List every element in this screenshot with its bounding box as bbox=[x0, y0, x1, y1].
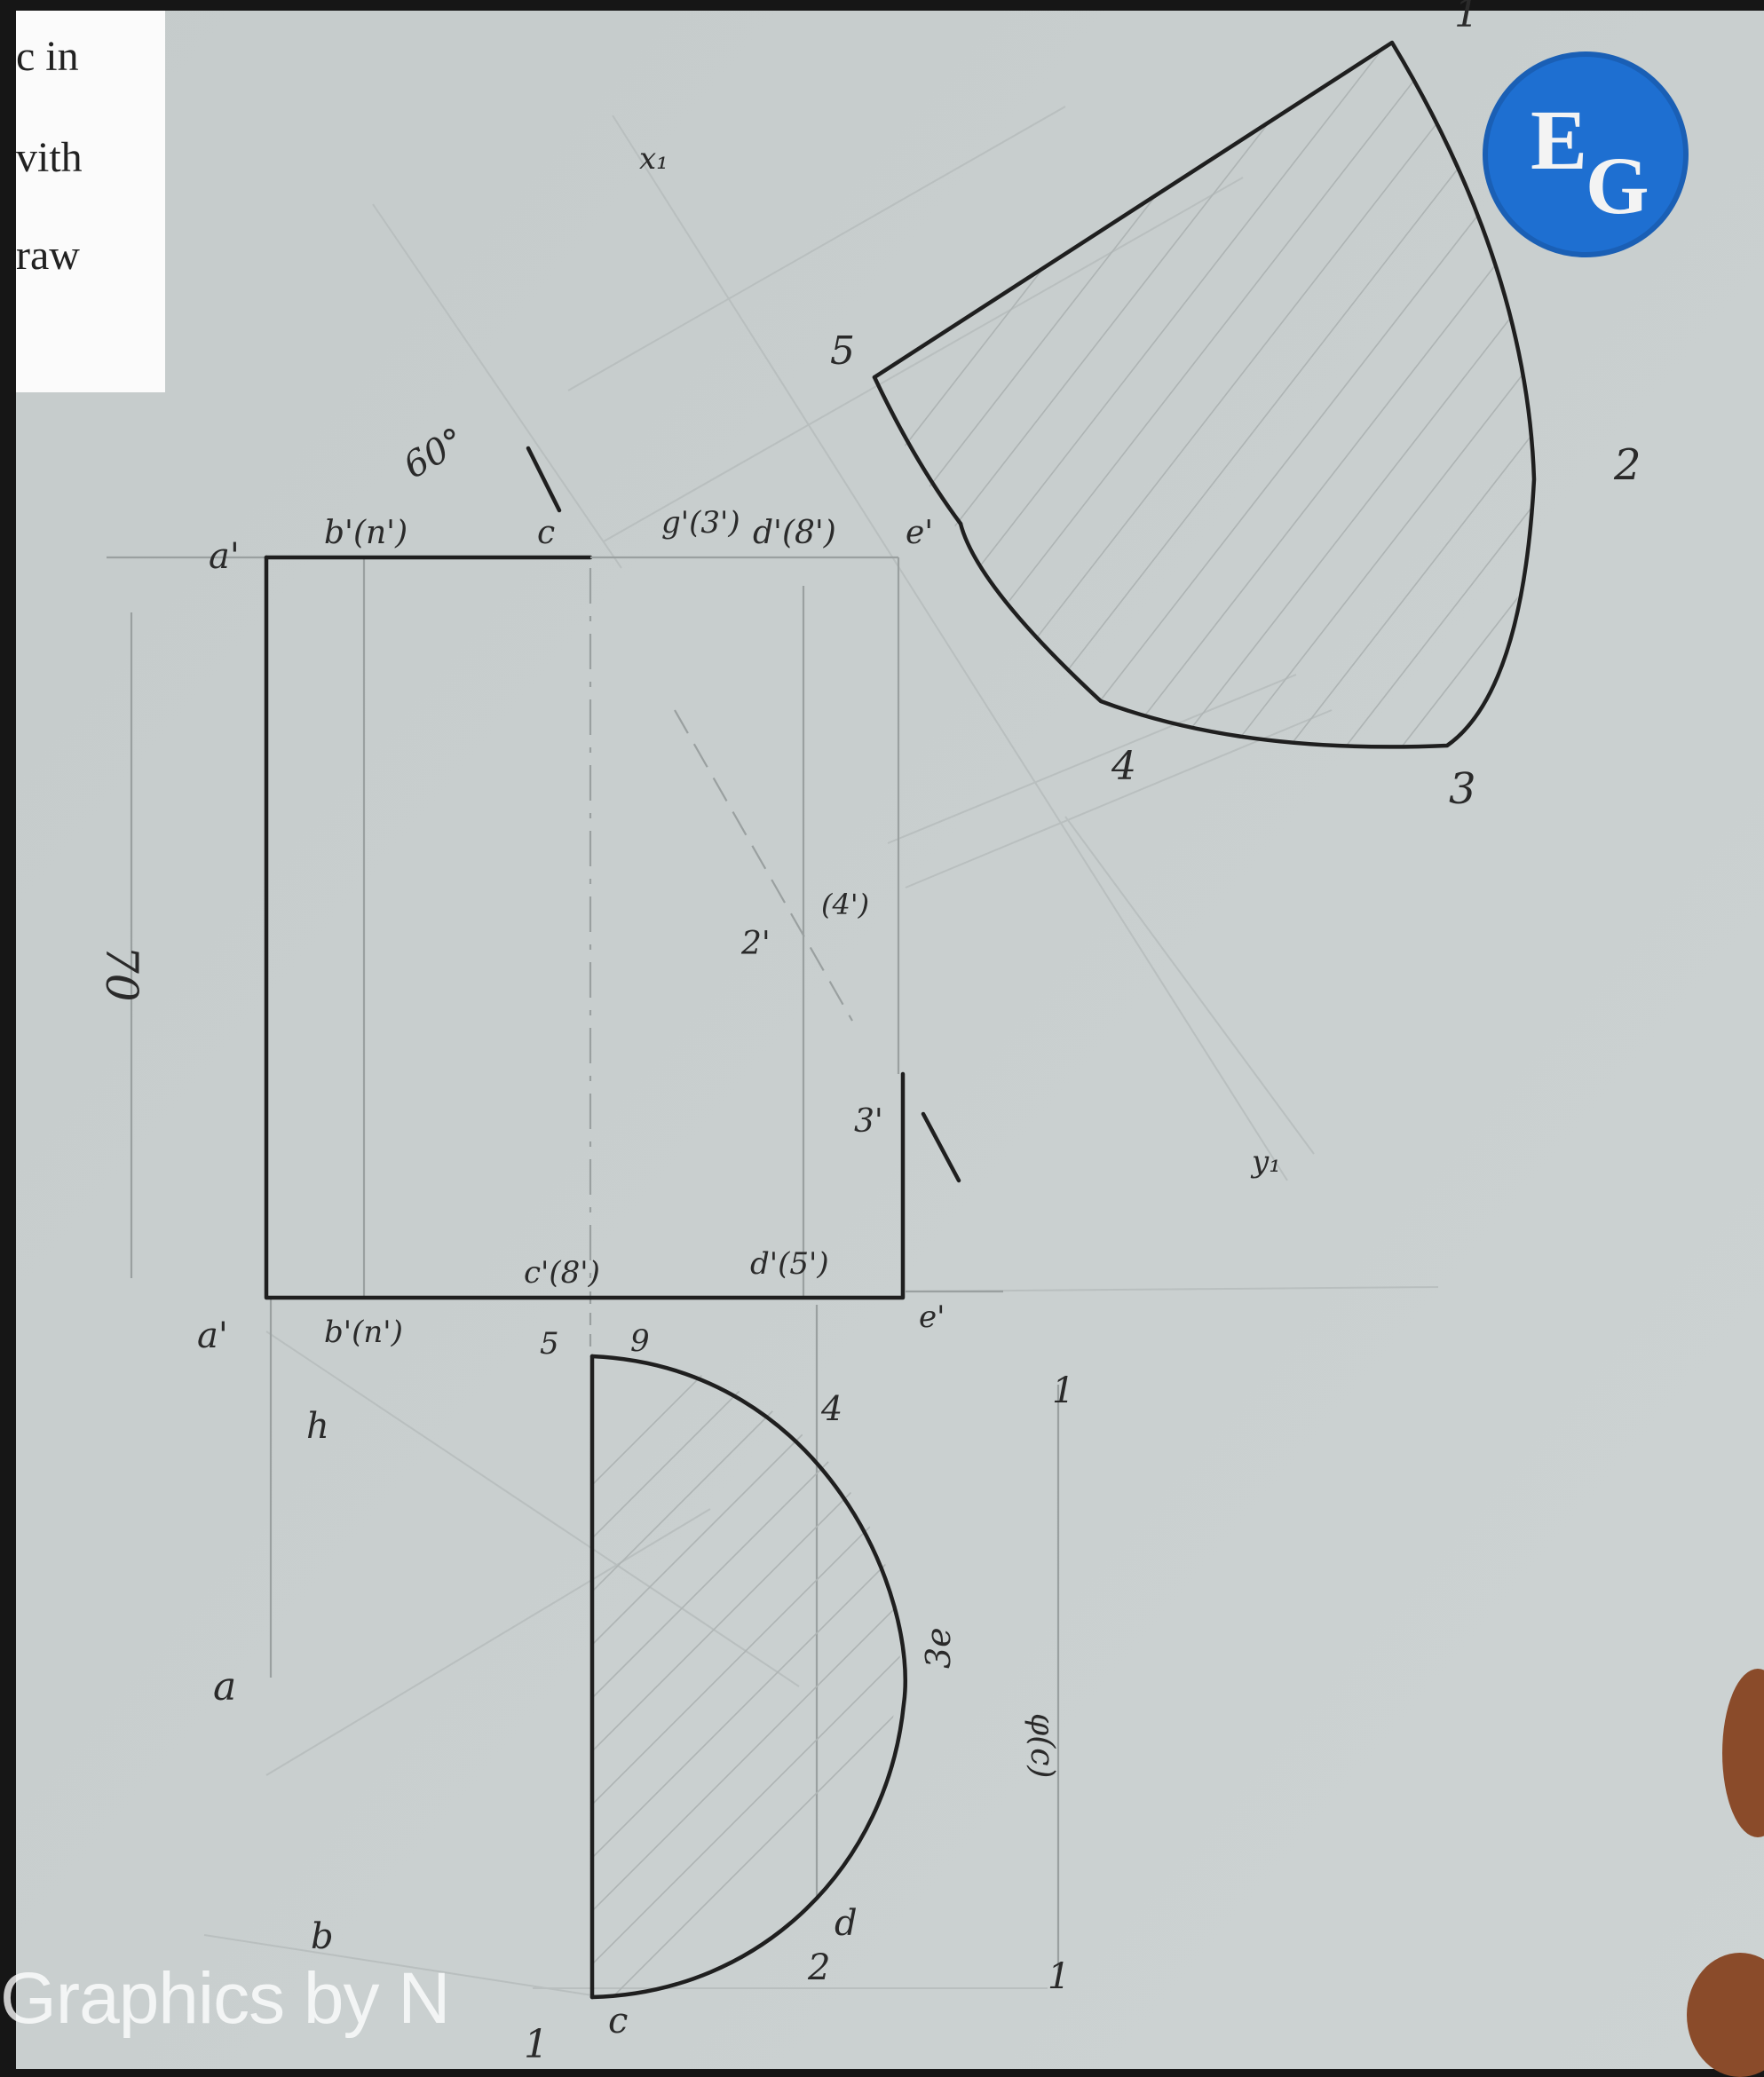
eg-logo-badge: E G bbox=[1483, 51, 1689, 257]
label-bot-a: a' bbox=[197, 1315, 228, 1356]
front-view bbox=[264, 446, 961, 1300]
label-plan-1: 1 bbox=[524, 2022, 549, 2067]
label-top-a: a' bbox=[209, 536, 240, 577]
snippet-line-1: c in bbox=[16, 33, 79, 80]
label-mid-2: 2' bbox=[740, 926, 771, 962]
label-true-4: 4 bbox=[1111, 744, 1136, 789]
label-tick-bot: 1 bbox=[1048, 1956, 1070, 1997]
label-top-c: c bbox=[537, 515, 555, 551]
label-true-2: 2 bbox=[1613, 440, 1641, 490]
label-dim-phi: φ(c) bbox=[1024, 1713, 1060, 1778]
label-plan-5: 5 bbox=[540, 1326, 559, 1362]
paper bbox=[16, 11, 1764, 2069]
label-plan-b: b bbox=[311, 1916, 334, 1957]
label-top-g: g'(3') bbox=[661, 505, 740, 541]
snippet-line-3: raw bbox=[16, 232, 80, 279]
label-mid-4: (4') bbox=[821, 888, 869, 921]
label-true-1: 1 bbox=[1454, 0, 1479, 36]
label-plan-h: h bbox=[306, 1406, 329, 1447]
label-tick-top: 1 bbox=[1052, 1370, 1074, 1411]
label-top-d: d'(8') bbox=[753, 515, 836, 551]
label-y1: y₁ bbox=[1250, 1144, 1281, 1180]
label-bot-c: c'(8') bbox=[524, 1255, 600, 1291]
label-bot-b: b'(n') bbox=[324, 1315, 403, 1350]
label-plan-2: 2 bbox=[807, 1947, 830, 1988]
label-bot-d: d'(5') bbox=[750, 1246, 829, 1282]
label-top-b: b'(n') bbox=[324, 515, 407, 551]
textbook-snippet: c in vith raw bbox=[16, 11, 165, 392]
label-plan-4: 4 bbox=[820, 1389, 842, 1428]
dimension-70: 70 bbox=[96, 945, 147, 1002]
true-shape-outline bbox=[872, 40, 1537, 749]
thumb-shadow-bottom bbox=[1687, 1953, 1764, 2077]
label-plan-c: c bbox=[608, 2001, 628, 2041]
label-plan-3e: 3e bbox=[919, 1627, 958, 1669]
label-true-5: 5 bbox=[830, 328, 855, 374]
label-true-3: 3 bbox=[1449, 764, 1476, 814]
label-plan-a: a bbox=[213, 1664, 236, 1710]
channel-watermark: Graphics by N bbox=[0, 1958, 451, 2039]
badge-letter-e: E bbox=[1531, 92, 1588, 187]
construction-lines bbox=[107, 106, 1439, 1998]
label-x1: x₁ bbox=[639, 141, 668, 177]
label-plan-9: 9 bbox=[630, 1323, 650, 1359]
badge-letter-g: G bbox=[1586, 140, 1649, 231]
label-top-e: e' bbox=[906, 515, 933, 551]
label-plan-d: d bbox=[835, 1903, 858, 1944]
label-mid-3: 3' bbox=[854, 1103, 883, 1140]
label-bot-e: e' bbox=[919, 1299, 945, 1335]
snippet-line-2: vith bbox=[16, 134, 83, 181]
